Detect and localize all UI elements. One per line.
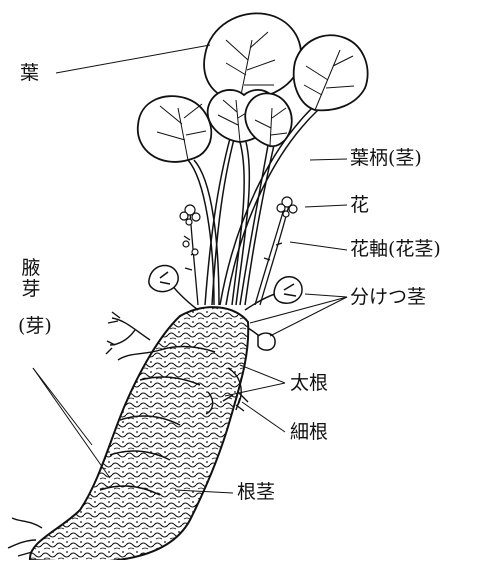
label-bud-paren: (芽) — [18, 316, 40, 337]
leader-offshoot-3 — [250, 297, 347, 323]
leader-flower-axis — [290, 242, 347, 250]
leader-offshoot-1 — [305, 294, 347, 297]
label-rhizome: 根茎 — [237, 483, 275, 502]
label-axillary-bud: 腋芽 — [20, 258, 42, 299]
leader-petiole — [310, 159, 347, 160]
leader-thick-root-1 — [240, 365, 285, 383]
leader-fine-root — [242, 402, 285, 432]
leaves — [138, 13, 368, 162]
leader-leaf — [56, 45, 210, 73]
leader-bud-2 — [33, 368, 110, 478]
leader-flower — [305, 205, 347, 207]
label-offshoot: 分けつ茎 — [350, 288, 426, 307]
label-flower-axis: 花軸(花茎) — [350, 240, 441, 259]
label-thick-root: 太根 — [290, 374, 328, 393]
label-fine-root: 細根 — [290, 423, 328, 442]
label-leaf: 葉 — [20, 64, 39, 83]
label-petiole: 葉柄(茎) — [350, 149, 422, 168]
leader-bud-1 — [33, 368, 92, 445]
label-flower: 花 — [350, 196, 369, 215]
rhizome — [30, 307, 248, 560]
